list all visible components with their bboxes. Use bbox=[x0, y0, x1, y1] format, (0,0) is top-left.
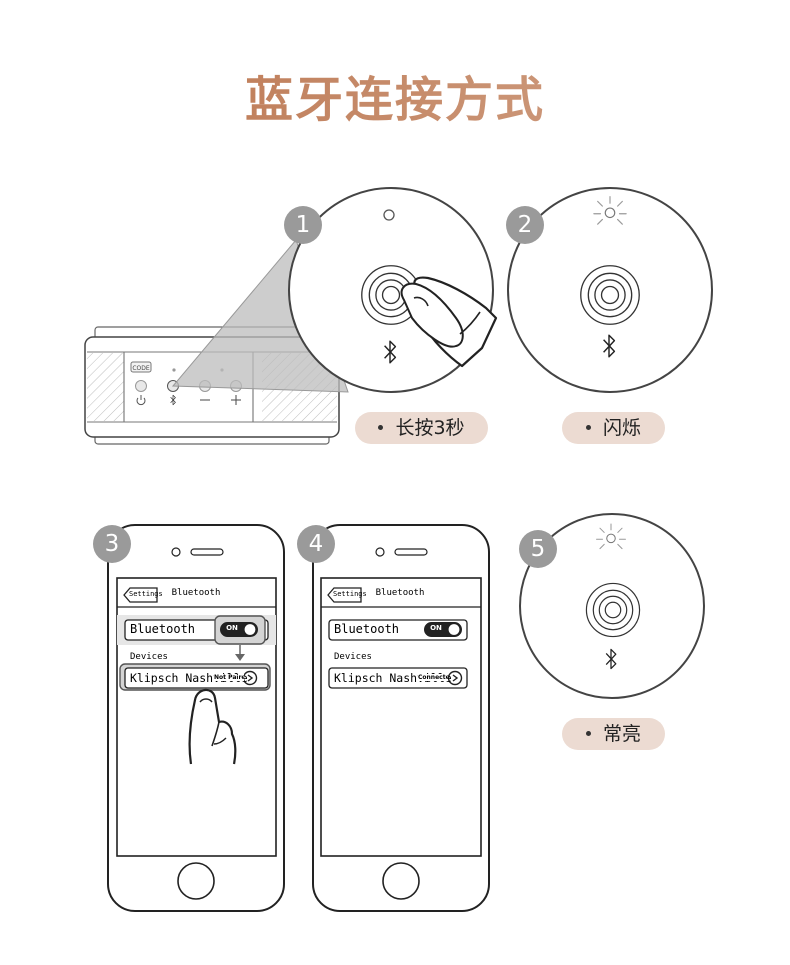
zoom-circle-2 bbox=[507, 187, 713, 393]
settings-back-button[interactable] bbox=[123, 587, 158, 603]
led-indicator bbox=[383, 209, 395, 221]
device-row[interactable] bbox=[124, 667, 269, 689]
step-1-label: 长按3秒 bbox=[355, 412, 488, 444]
devices-header: Devices bbox=[130, 652, 168, 662]
back-button-label: Settings bbox=[129, 590, 163, 598]
bluetooth-row-label: Bluetooth bbox=[130, 622, 196, 636]
screen-title: Bluetooth bbox=[375, 588, 425, 598]
page-title: 蓝牙连接方式 bbox=[0, 60, 790, 130]
toggle-label: ON bbox=[430, 624, 442, 632]
plus-icon bbox=[231, 395, 241, 405]
step-5-label: 常亮 bbox=[562, 718, 665, 750]
devices-header: Devices bbox=[334, 652, 372, 662]
device-row[interactable] bbox=[328, 667, 468, 689]
speaker-code-badge-text: CODE bbox=[132, 365, 150, 372]
bluetooth-row-label: Bluetooth bbox=[334, 622, 400, 636]
zoom-circle-1 bbox=[288, 187, 498, 393]
speaker-code-badge bbox=[130, 361, 152, 373]
settings-back-button[interactable] bbox=[327, 587, 362, 603]
front-camera bbox=[171, 547, 181, 557]
step-badge-2: 2 bbox=[506, 206, 544, 244]
chevron-right-icon[interactable] bbox=[447, 670, 463, 686]
step-badge-3: 3 bbox=[93, 525, 131, 563]
screen-title: Bluetooth bbox=[171, 588, 221, 598]
finger-press-icon bbox=[400, 276, 498, 368]
earpiece-speaker bbox=[190, 548, 224, 556]
back-button-label: Settings bbox=[333, 590, 367, 598]
bluetooth-pair-button bbox=[580, 265, 640, 325]
bluetooth-pair-button bbox=[585, 582, 641, 638]
power-icon bbox=[136, 395, 146, 406]
step-badge-5: 5 bbox=[519, 530, 557, 568]
power-button[interactable] bbox=[135, 380, 147, 392]
step-2-label: 闪烁 bbox=[562, 412, 665, 444]
front-camera bbox=[375, 547, 385, 557]
home-button[interactable] bbox=[382, 862, 420, 900]
device-status: Connected bbox=[418, 674, 448, 681]
home-button[interactable] bbox=[177, 862, 215, 900]
hand-tap-icon bbox=[188, 688, 237, 765]
step-badge-4: 4 bbox=[297, 525, 335, 563]
phone-3 bbox=[107, 524, 285, 912]
zoom-circle-5 bbox=[519, 513, 705, 699]
device-status: Not Paired bbox=[214, 674, 244, 681]
earpiece-speaker bbox=[394, 548, 428, 556]
toggle-label: ON bbox=[226, 624, 238, 632]
phone-4 bbox=[312, 524, 490, 912]
step-badge-1: 1 bbox=[284, 206, 322, 244]
